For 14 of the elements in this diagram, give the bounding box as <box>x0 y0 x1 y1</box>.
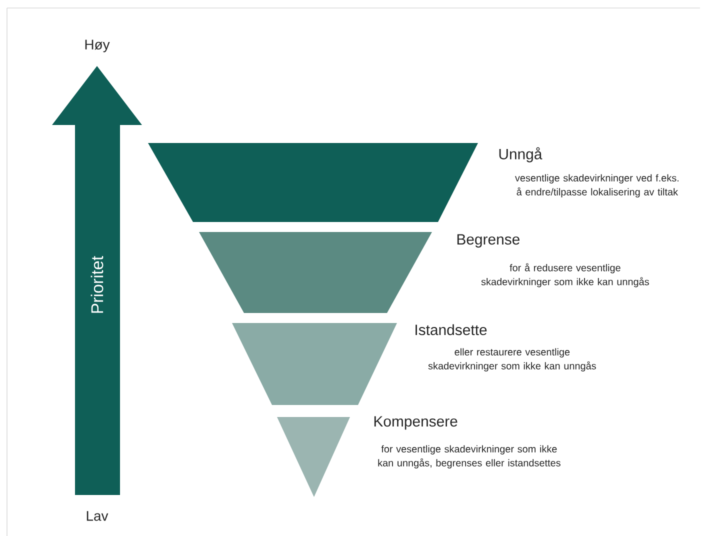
step-heading: Istandsette <box>416 324 487 336</box>
step-description: vesentlige skadevirkninger ved f.eks. å endre/tilpasse lokalisering av tiltak <box>515 174 678 198</box>
step-description: for å redusere vesentlige skadevirkninger som ikke kan unngås <box>481 263 649 288</box>
axis-label: Lav <box>86 511 108 521</box>
step-heading: Unngå <box>499 147 542 162</box>
step-description: eller restaurere vesentlige skadevirkninger som ikke kan unngås <box>428 348 596 372</box>
step-heading: Begrense <box>457 234 520 248</box>
step-heading: Kompensere <box>374 416 458 430</box>
step-description: for vesentlige skadevirkninger som ikke kan unngås, begrenses eller istandsettes <box>378 445 560 468</box>
trapezoid <box>148 143 478 222</box>
trapezoid <box>199 232 432 313</box>
triangle <box>277 417 350 497</box>
axis-label: Høy <box>85 40 110 52</box>
trapezoid <box>232 323 397 405</box>
